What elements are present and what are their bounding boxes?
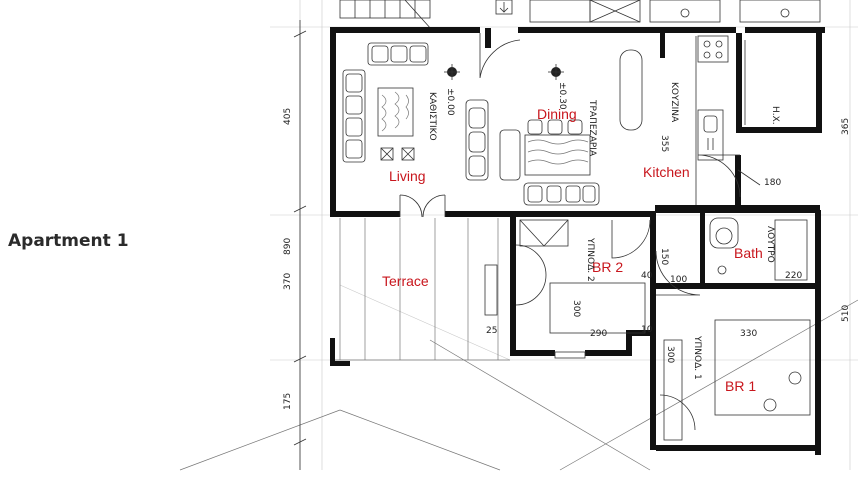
dim-330: 330 <box>740 329 757 339</box>
greek-label-br1: ΥΠΝΟΔ. 1 <box>692 335 702 380</box>
room-label-kitchen: Kitchen <box>643 164 690 180</box>
apartment-title: Apartment 1 <box>8 231 129 251</box>
construction-lines <box>179 0 858 471</box>
dim-left-370: 370 <box>283 273 293 290</box>
dim-left-405: 405 <box>283 108 293 125</box>
dim-355: 355 <box>659 135 669 152</box>
dim-180: 180 <box>764 178 781 188</box>
dim-10: 10 <box>641 325 653 335</box>
room-label-terrace: Terrace <box>382 273 429 289</box>
doors <box>399 33 741 431</box>
room-label-br2: BR 2 <box>592 259 623 275</box>
room-label-living: Living <box>389 168 426 184</box>
level-dining: ±0.30 <box>557 82 567 110</box>
room-label-bath: Bath <box>734 245 763 261</box>
terrace-lines <box>335 218 510 361</box>
dim-25: 25 <box>486 326 497 336</box>
dim-left-890: 890 <box>283 238 293 255</box>
room-label-dining: Dining <box>537 106 577 122</box>
bath-fixtures <box>709 217 808 281</box>
dim-40: 40 <box>641 271 653 281</box>
greek-label-living: ΚΑΘΙΣΤΙΚΟ <box>427 92 437 141</box>
dim-300-br1: 300 <box>665 346 675 363</box>
greek-label-kitchen: ΚΟΥΖΙΝΑ <box>669 82 679 123</box>
living-furniture <box>342 42 460 163</box>
room-label-br1: BR 1 <box>725 378 756 394</box>
dim-left-175: 175 <box>283 393 293 410</box>
left-dimension-line <box>293 20 307 470</box>
greek-label-dining: ΤΡΑΠΕΖΑΡΙΑ <box>587 99 597 157</box>
dim-290: 290 <box>590 329 607 339</box>
greek-label-br2: ΥΠΝΟΔ. 2 <box>585 237 595 282</box>
dim-right-510: 510 <box>841 305 851 322</box>
dim-150: 150 <box>659 248 669 265</box>
top-stair <box>339 0 821 31</box>
kitchen-fixtures <box>619 35 761 205</box>
dim-220: 220 <box>785 271 802 281</box>
br2-furniture <box>484 219 646 359</box>
greek-label-bath: ΛΟΥΤΡΟ <box>765 226 775 263</box>
dining-furniture <box>465 64 600 206</box>
greek-label-hx: Η.Χ. <box>770 106 780 125</box>
level-living: ±0.00 <box>445 88 455 116</box>
br1-furniture <box>663 319 811 441</box>
dim-300-br2: 300 <box>571 300 581 317</box>
dim-100: 100 <box>670 275 687 285</box>
dim-right-365: 365 <box>841 118 851 135</box>
